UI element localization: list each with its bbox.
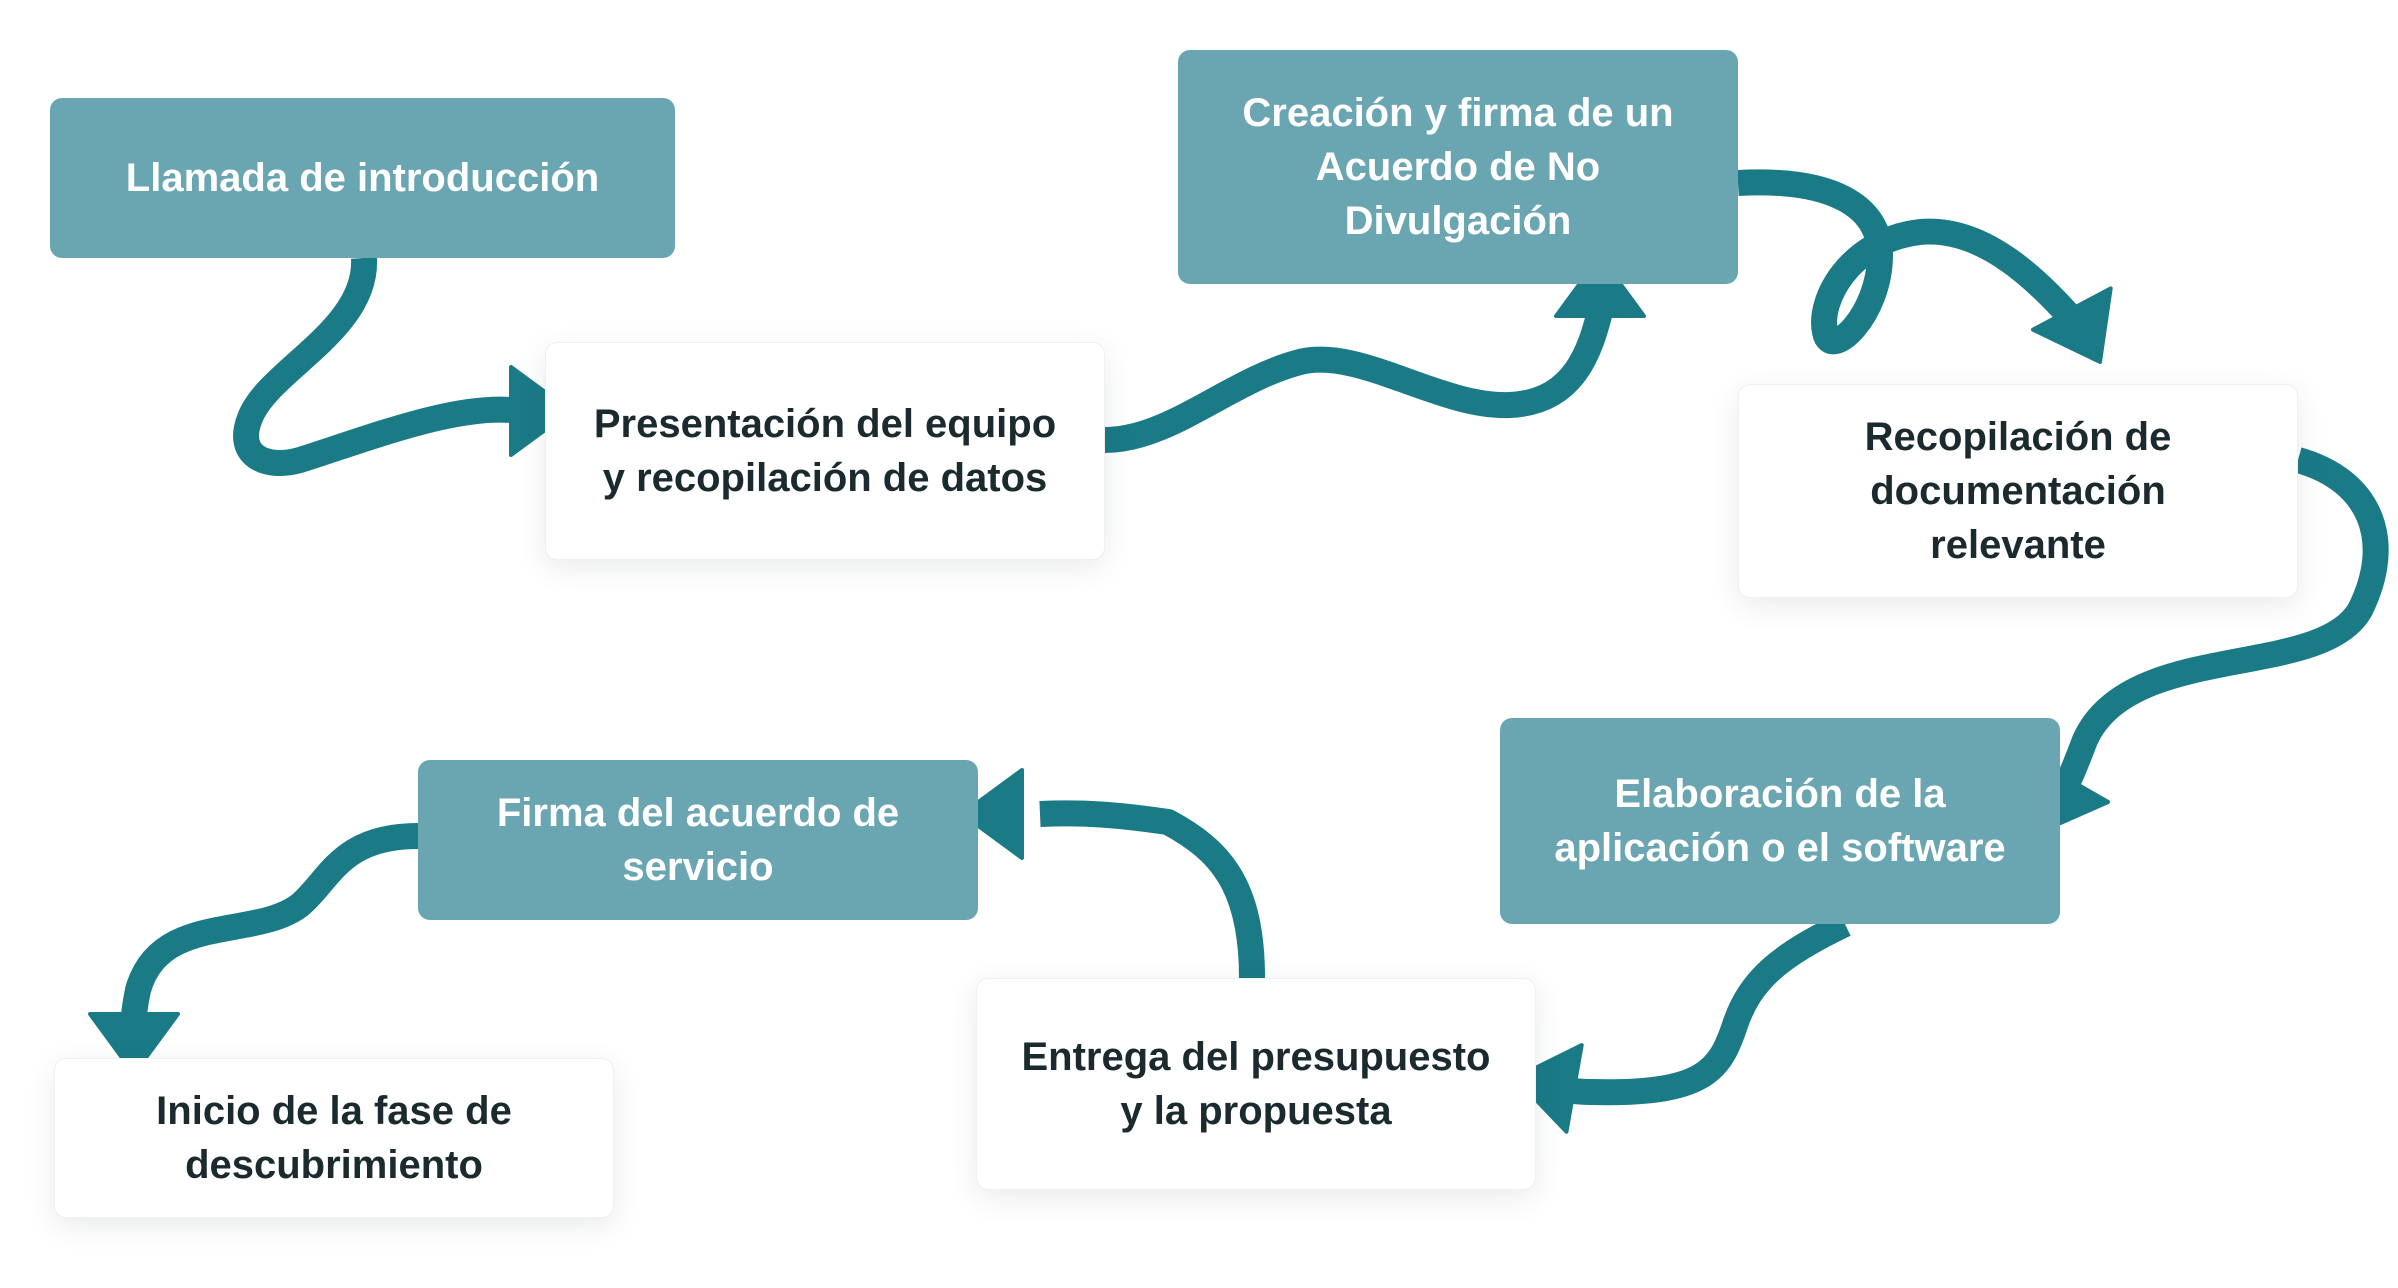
arrowhead-3 — [2030, 286, 2113, 364]
connector-5 — [1545, 912, 1851, 1106]
connector-4 — [2044, 447, 2389, 814]
step-label: Inicio de la fase de descubrimiento — [156, 1089, 512, 1187]
connector-3 — [1737, 169, 2092, 355]
connector-6 — [1039, 800, 1265, 979]
connector-1 — [233, 257, 522, 476]
step-presentacion-equipo: Presentación del equipo y recopilación d… — [545, 342, 1105, 560]
step-recopilacion-documentacion: Recopilación de documentación relevante — [1738, 384, 2298, 598]
step-acuerdo-no-divulgacion: Creación y firma de un Acuerdo de No Div… — [1178, 50, 1738, 284]
arrowhead-7 — [88, 1012, 180, 1076]
connector-7 — [121, 823, 419, 1019]
step-llamada-introduccion: Llamada de introducción — [50, 98, 675, 258]
arrowhead-5 — [1513, 1043, 1584, 1134]
step-label: Llamada de introducción — [125, 156, 600, 200]
step-label: Entrega del presupuesto y la propuesta — [1021, 1035, 1491, 1133]
connector-2 — [1104, 308, 1613, 453]
step-elaboracion-aplicacion: Elaboración de la aplicación o el softwa… — [1500, 718, 2060, 924]
step-label: Presentación del equipo y recopilación d… — [593, 402, 1057, 500]
arrowhead-6 — [960, 768, 1024, 860]
step-entrega-presupuesto: Entrega del presupuesto y la propuesta — [976, 978, 1536, 1190]
step-firma-acuerdo-servicio: Firma del acuerdo de servicio — [418, 760, 978, 920]
arrow-group — [88, 169, 2389, 1134]
step-label: Recopilación de documentación relevante — [1864, 415, 2172, 567]
step-inicio-descubrimiento: Inicio de la fase de descubrimiento — [54, 1058, 614, 1218]
step-label: Creación y firma de un Acuerdo de No Div… — [1242, 91, 1674, 243]
arrowhead-1 — [509, 365, 573, 457]
step-label: Firma del acuerdo de servicio — [496, 791, 900, 889]
step-label: Elaboración de la aplicación o el softwa… — [1554, 772, 2006, 870]
arrowhead-2 — [1554, 254, 1646, 318]
